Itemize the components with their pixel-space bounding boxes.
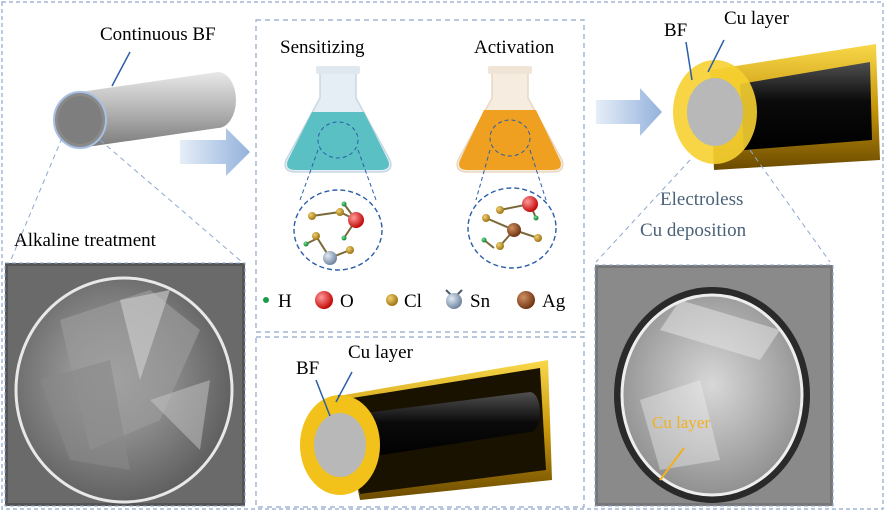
alkaline-treatment-label: Alkaline treatment [14,230,157,251]
activation-label: Activation [474,37,555,58]
bf-top-label: BF [664,20,687,41]
ag-atom [507,223,521,237]
solution-box [255,19,585,333]
sem-coated-cross-section [598,268,830,503]
activation-flask [456,66,564,173]
continuous-bf-label: Continuous BF [100,24,216,45]
electroless-label-line1: Electroless [660,189,743,210]
sem-cu-pointer [659,447,685,481]
projection-line [749,149,831,263]
legend-o-marker [315,291,333,309]
zoom-marker [489,119,531,157]
cl-atom [336,208,344,216]
cut-coated-fiber [300,360,552,500]
o-atom [522,196,538,212]
projection-line [9,137,63,263]
h-atom [341,235,347,241]
cu-layer-bottom-label: Cu layer [348,342,414,363]
cl-atom [346,246,354,254]
zoom-line [529,149,547,201]
legend-ag-label: Ag [542,291,566,312]
legend-h-marker [263,297,269,303]
activation-molecule-view [467,187,557,269]
bf-bottom-label: BF [296,358,319,379]
h-atom [533,215,539,221]
legend-sn-marker [446,293,462,309]
sensitizing-molecule-view [293,189,383,271]
cl-atom [496,242,504,250]
electroless-label-line2: Cu deposition [640,220,747,241]
legend-cl-label: Cl [404,291,422,312]
zoom-line [299,149,319,201]
sensitizing-flask [284,66,392,173]
legend-h-label: H [278,291,292,312]
cu-layer-top-label: Cu layer [724,8,790,29]
element-legend: H O Cl Sn Ag [263,289,566,312]
process-arrow-1 [180,128,250,176]
zoom-line [475,149,491,201]
zoom-marker [317,121,359,159]
cl-atom [312,232,320,240]
legend-ag-marker [517,291,535,309]
continuous-bf-fiber [53,72,236,149]
cross-section-box [255,336,585,508]
legend-cl-marker [386,294,398,306]
cu-top-callout [707,39,725,73]
sem-fiber-cross-section [8,266,242,504]
cl-atom [496,206,504,214]
sensitizing-label: Sensitizing [280,37,365,58]
cu-bottom-callout [335,371,353,403]
h-atom [341,201,347,207]
zoom-line [357,149,377,201]
legend-sn-label: Sn [470,291,491,312]
projection-line [99,139,243,263]
process-arrow-2 [596,88,662,136]
sem-cu-layer-label: Cu layer [652,413,710,432]
cl-atom [482,214,490,222]
bf-bottom-callout [315,379,331,417]
legend-o-label: O [340,291,354,312]
sn-atom [323,251,337,265]
cl-atom [534,234,542,242]
cl-atom [308,212,316,220]
h-atom [303,241,309,247]
projection-line [595,159,691,263]
bf-top-callout [685,41,693,81]
cu-coated-fiber [673,44,880,170]
bf-callout-line [111,51,131,87]
o-atom [348,212,364,228]
h-atom [481,237,487,243]
